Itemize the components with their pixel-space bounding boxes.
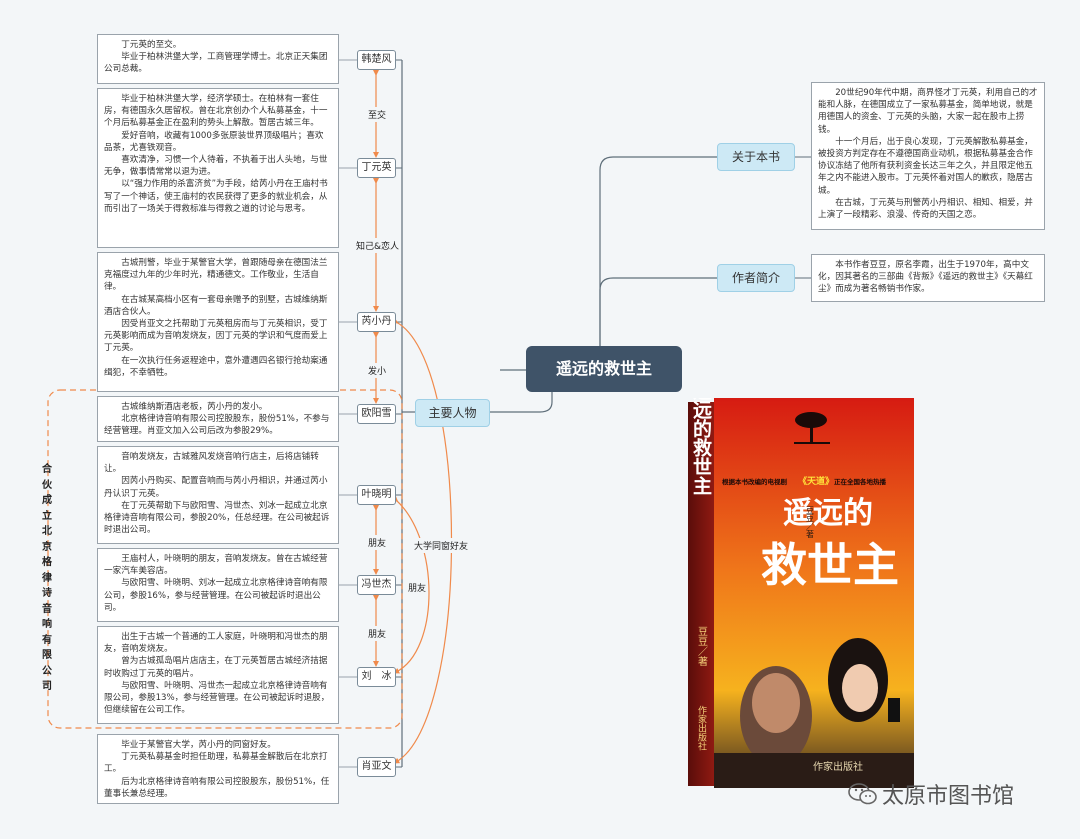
note-ding-yuanying: 毕业于柏林洪堡大学，经济学硕士。在柏林有一套住房，有德国永久居留权。曾在北京创办… (97, 88, 339, 248)
character-ding-yuanying[interactable]: 丁元英 (357, 158, 396, 178)
relation-zhijiao: 至交 (366, 107, 389, 122)
cover-publisher: 作家出版社 (813, 760, 863, 773)
book-cover-image: 遥远的救世主 豆豆／著 作家出版社 根据本书改编的电视剧 《天道》 正在全国各地… (688, 398, 914, 788)
character-liu-bing[interactable]: 刘 冰 (357, 667, 396, 687)
branch-author[interactable]: 作者简介 (717, 264, 795, 292)
relation-friend-ye-feng: 朋友 (366, 535, 389, 550)
cover-tagline-left: 根据本书改编的电视剧 (722, 477, 788, 486)
link-central-author (599, 277, 717, 346)
cover-title-line1: 遥远的 (783, 496, 873, 531)
cover-title-line2: 救世主 (761, 538, 899, 592)
character-han-chufeng[interactable]: 韩楚风 (357, 50, 396, 70)
relation-friend-feng-liu: 朋友 (366, 626, 389, 641)
cover-tagline-right: 正在全国各地热播 (834, 477, 887, 486)
character-rui-xiaodan[interactable]: 芮小丹 (357, 312, 396, 332)
note-ye-xiaoming: 音响发烧友，古城雅风发烧音响行店主，后将店铺转让。 因芮小丹购买、配置音响而与芮… (97, 446, 339, 544)
note-about-book: 20世纪90年代中期，商界怪才丁元英，利用自己的才能和人脉，在德国成立了一家私募… (811, 82, 1045, 230)
tree-icon (794, 412, 830, 444)
spine-publisher: 作家出版社 (696, 704, 707, 751)
note-feng-shijie: 王庙村人，叶晓明的朋友，音响发烧友。曾在古城经营一家汽车美容店。 与欧阳雪、叶晓… (97, 548, 339, 622)
spine-author: 豆豆／著 (696, 626, 708, 666)
link-central-about (599, 156, 717, 346)
branch-about-book[interactable]: 关于本书 (717, 143, 795, 171)
central-topic[interactable]: 遥远的救世主 (526, 346, 682, 392)
relation-faxiao: 发小 (366, 363, 389, 378)
relation-zhiji-lover: 知己&恋人 (354, 238, 402, 253)
branch-main-characters[interactable]: 主要人物 (415, 399, 490, 427)
relation-classmates: 大学同窗好友 (412, 538, 471, 553)
group-label: 合伙成立北京格律诗音响有限公司 (42, 464, 52, 692)
note-han-chufeng: 丁元英的至交。 毕业于柏林洪堡大学，工商管理学博士。北京正天集团公司总裁。 (97, 34, 339, 84)
wechat-icon (848, 783, 877, 805)
character-xiao-yawen[interactable]: 肖亚文 (357, 757, 396, 777)
relation-friend-ye-liu: 朋友 (406, 580, 429, 595)
note-rui-xiaodan: 古城刑警，毕业于某警官大学，曾跟随母亲在德国法兰克福度过九年的少年时光，精通德文… (97, 252, 339, 392)
character-ye-xiaoming[interactable]: 叶晓明 (357, 485, 396, 505)
spine-title: 遥远的救世主 (690, 398, 712, 495)
character-ouyang-xue[interactable]: 欧阳雪 (357, 404, 396, 424)
note-xiao-yawen: 毕业于某警官大学，芮小丹的同窗好友。 丁元英私募基金时担任助理，私募基金解散后在… (97, 734, 339, 804)
note-author: 本书作者豆豆，原名李霞，出生于1970年，高中文化，因其著名的三部曲《背叛》《遥… (811, 254, 1045, 302)
watermark-text: 太原市图书馆 (882, 784, 1015, 809)
cover-tagline-show: 《天道》 (798, 475, 834, 487)
note-ouyang-xue: 古城维纳斯酒店老板，芮小丹的发小。 北京格律诗音响有限公司控股股东，股份51%，… (97, 396, 339, 442)
cover-author: 豆豆／著 (806, 506, 815, 539)
character-feng-shijie[interactable]: 冯世杰 (357, 575, 396, 595)
link-central-main (490, 392, 553, 413)
note-liu-bing: 出生于古城一个普通的工人家庭，叶晓明和冯世杰的朋友，音响发烧友。 曾为古城孤岛唱… (97, 626, 339, 724)
